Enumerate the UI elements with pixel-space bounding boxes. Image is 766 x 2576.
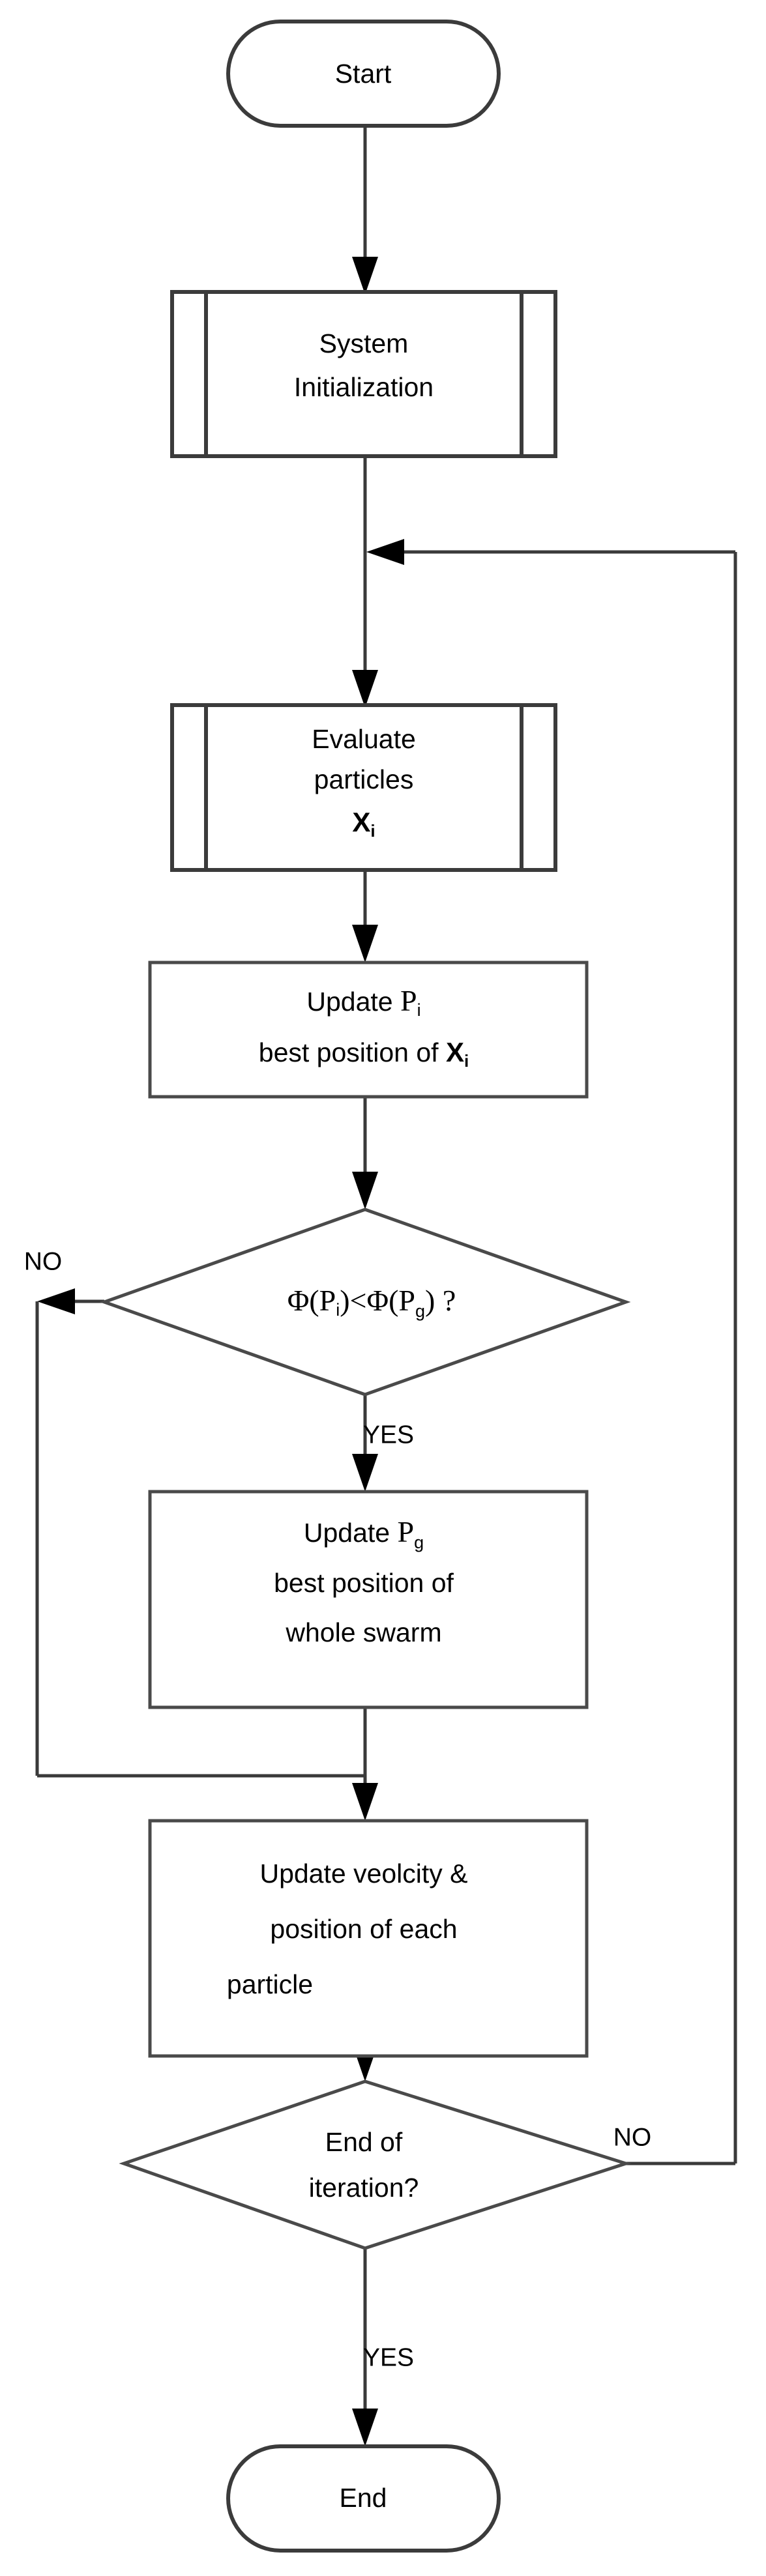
phi-expr-mid: )<Φ(P xyxy=(340,1284,415,1317)
update-pi-prefix: Update xyxy=(306,987,400,1017)
edge-phi-no-bypass xyxy=(35,1288,365,1778)
evaluate-x-subscript: i xyxy=(370,821,375,841)
node-start-label: Start xyxy=(335,59,392,89)
update-pg-subscript: g xyxy=(414,1533,424,1552)
update-pi-symbol: P xyxy=(400,984,417,1017)
node-evaluate-particles[interactable]: Evaluate particles Xi xyxy=(170,703,557,872)
edge-evaluate-to-update-pi xyxy=(352,870,378,962)
phi-expr-sub1: i xyxy=(336,1300,340,1320)
update-pi-x-subscript: i xyxy=(464,1051,469,1071)
node-end-label: End xyxy=(340,2483,387,2513)
edge-iteration-yes-to-end xyxy=(352,2248,378,2446)
node-update-velocity-line2: position of each xyxy=(270,1914,457,1944)
update-pg-symbol: P xyxy=(397,1515,414,1548)
edge-label-phi-no: NO xyxy=(24,1247,63,1275)
node-update-pi-line2: best position of Xi xyxy=(259,1037,469,1071)
node-update-pi[interactable]: Update Pi best position of Xi xyxy=(148,961,589,1099)
node-update-pg-line2: best position of xyxy=(274,1568,454,1598)
phi-expr-sub2: g xyxy=(415,1301,425,1321)
node-decision-end-of-iteration[interactable]: End of iteration? xyxy=(119,2079,632,2250)
edge-start-to-system-init xyxy=(352,126,378,295)
evaluate-x-symbol: X xyxy=(352,807,370,837)
node-decision-phi-expression: Φ(Pi)<Φ(Pg) ? xyxy=(287,1284,456,1322)
node-update-pg-line3: whole swarm xyxy=(285,1617,441,1647)
node-decision-end-line2: iteration? xyxy=(309,2173,419,2203)
node-update-pg[interactable]: Update Pg best position of whole swarm xyxy=(148,1490,589,1709)
phi-expr-tail: ) ? xyxy=(425,1284,456,1317)
edge-label-phi-yes: YES xyxy=(363,1421,414,1449)
update-pi-subscript: i xyxy=(417,1000,421,1020)
edge-system-init-to-evaluate xyxy=(352,456,378,708)
phi-expr-part1: Φ(P xyxy=(287,1284,336,1317)
node-update-velocity-line3: particle xyxy=(227,1969,313,1999)
node-evaluate-particles-variable: Xi xyxy=(352,807,375,841)
node-update-velocity-line1: Update veolcity & xyxy=(259,1859,467,1889)
edge-label-iteration-yes: YES xyxy=(363,2343,414,2371)
update-pi-x-symbol: X xyxy=(446,1037,464,1067)
node-decision-phi[interactable]: Φ(Pi)<Φ(Pg) ? xyxy=(99,1208,631,1397)
update-pg-prefix: Update xyxy=(304,1518,398,1548)
node-evaluate-particles-line1: Evaluate xyxy=(312,724,416,754)
edge-label-iteration-no: NO xyxy=(613,2123,652,2151)
edge-update-pg-to-update-velocity xyxy=(352,1707,378,1821)
edge-phi-yes-to-update-pg xyxy=(352,1395,378,1492)
node-system-initialization-line2: Initialization xyxy=(294,372,434,402)
edge-iteration-no-feedback xyxy=(366,539,737,2165)
node-update-velocity[interactable]: Update veolcity & position of each parti… xyxy=(148,1819,589,2058)
node-end[interactable]: End xyxy=(226,2444,501,2553)
node-system-initialization-line1: System xyxy=(319,328,409,358)
edge-update-pi-to-decision-phi xyxy=(352,1097,378,1209)
node-update-pg-line1: Update Pg xyxy=(304,1515,424,1553)
node-start[interactable]: Start xyxy=(226,20,501,128)
update-pi-line2-prefix: best position of xyxy=(259,1037,446,1067)
node-system-initialization[interactable]: System Initialization xyxy=(170,290,557,458)
node-update-pi-line1: Update Pi xyxy=(306,984,420,1020)
node-decision-end-line1: End of xyxy=(325,2127,403,2157)
node-evaluate-particles-line2: particles xyxy=(314,764,414,794)
